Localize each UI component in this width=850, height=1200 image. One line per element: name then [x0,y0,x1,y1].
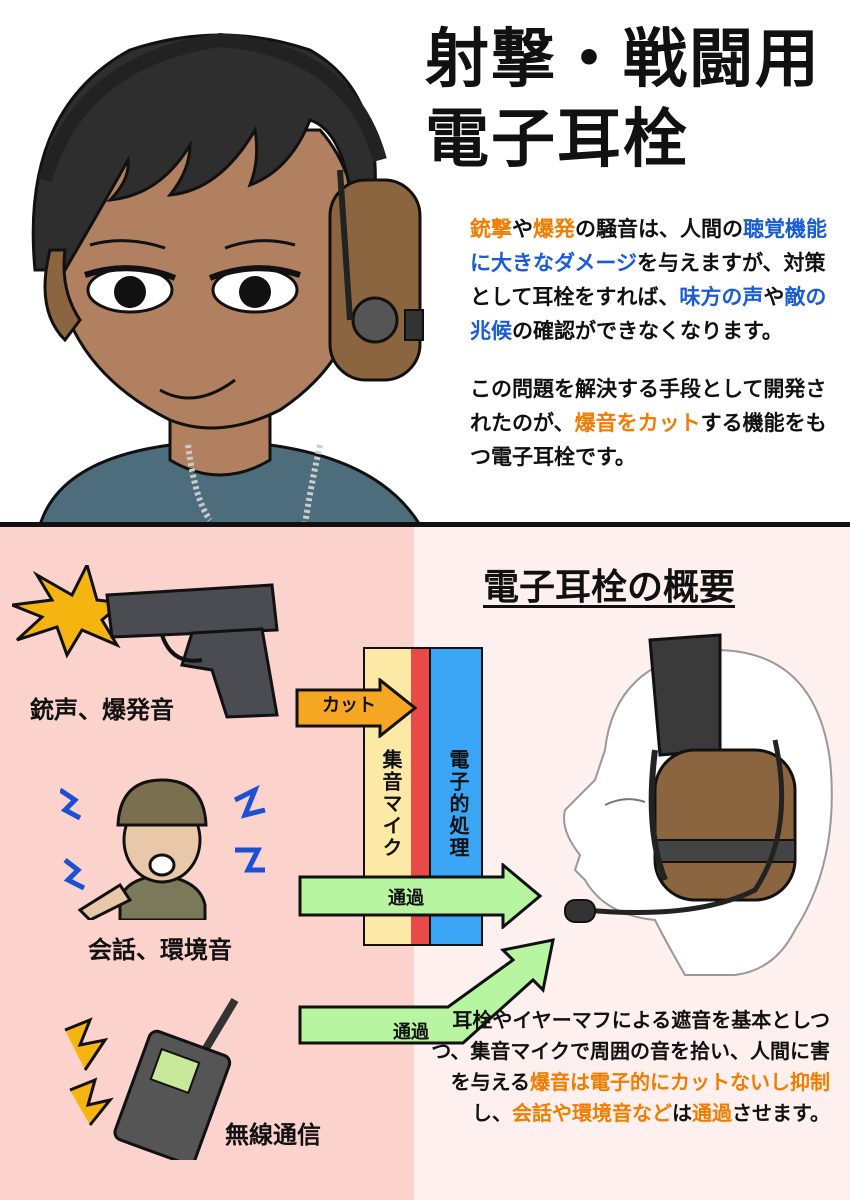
note-segment-5: 通過 [692,1101,732,1125]
pass-arrow-1 [298,863,543,929]
note-segment-4: は [672,1101,692,1125]
intro-p2-segment-0: この問題を解決する手段として開発されたのが、 [470,377,827,435]
intro-text: 銃撃や爆発の騒音は、人間の聴覚機能に大きなダメージを与えますが、対策として耳栓を… [470,212,840,498]
note-segment-3: 会話や環境音など [512,1101,672,1125]
section-divider [0,522,850,527]
intro-p2-segment-1: 爆音をカット [574,411,701,435]
intro-p1-segment-7: や [763,285,785,309]
cut-arrow-label: カット [322,695,376,716]
radio-illustration [64,997,239,1160]
head-with-headset-illustration [563,633,833,976]
intro-p1-segment-1: や [512,217,533,241]
cut-arrow [295,678,418,738]
source-label-radio: 無線通信 [225,1121,321,1149]
intro-p1-segment-0: 銃撃 [470,217,512,241]
intro-p1-segment-6: 味方の声 [679,285,764,309]
note-segment-6: させます。 [732,1101,830,1125]
top-section: 射撃・戦闘用 電子耳栓 銃撃や爆発の騒音は、人間の聴覚機能に大きなダメージを与え… [0,0,850,525]
pass-arrow-1-label: 通過 [388,888,424,909]
intro-p1-segment-5: を与えますが、対策として耳栓をすれば、 [470,251,826,309]
source-label-talk: 会話、環境音 [88,936,232,964]
note-segment-1: 爆音は電子的にカットないし抑制 [530,1070,830,1094]
soldier-portrait-illustration [31,32,424,525]
intro-p1-segment-2: 爆発 [533,217,575,241]
summary-note: 耳栓やイヤーマフによる遮音を基本としつつ、集音マイクで周囲の音を拾い、人間に害を… [420,1005,830,1129]
pistol-illustration [12,565,279,719]
overview-title: 電子耳栓の概要 [483,567,736,608]
pass-arrow-2 [298,938,555,1045]
intro-paragraph-2: この問題を解決する手段として開発されたのが、爆音をカットする機能をもつ電子耳栓で… [470,372,840,474]
title-line1: 射撃・戦闘用 [425,23,821,97]
intro-p1-segment-9: の確認ができなくなります。 [512,319,783,343]
intro-p1-segment-3: の騒音は、人間の [575,217,743,241]
page-title: 射撃・戦闘用 電子耳栓 [425,20,821,180]
note-segment-0: 耳栓やイヤーマフによる遮音を基本としつつ、集音マイクで周囲の音を拾い、人間に害を… [431,1008,830,1094]
pass-arrow-2-label: 通過 [393,1022,429,1043]
mic-band-label: 集音マイク [379,749,403,859]
intro-p1-segment-8: 敵の兆候 [470,285,827,343]
intro-paragraph-1: 銃撃や爆発の騒音は、人間の聴覚機能に大きなダメージを与えますが、対策として耳栓を… [470,212,840,348]
title-line2: 電子耳栓 [425,103,689,177]
source-label-gun: 銃声、爆発音 [30,696,174,724]
intro-p1-segment-4: 聴覚機能に大きなダメージ [470,217,827,275]
processing-band-label: 電子的処理 [446,749,470,859]
red-band [411,647,429,946]
talking-soldier-illustration [60,778,266,920]
note-segment-2: し、 [472,1101,512,1125]
intro-p2-segment-2: する機能をもつ電子耳栓です。 [470,411,827,469]
